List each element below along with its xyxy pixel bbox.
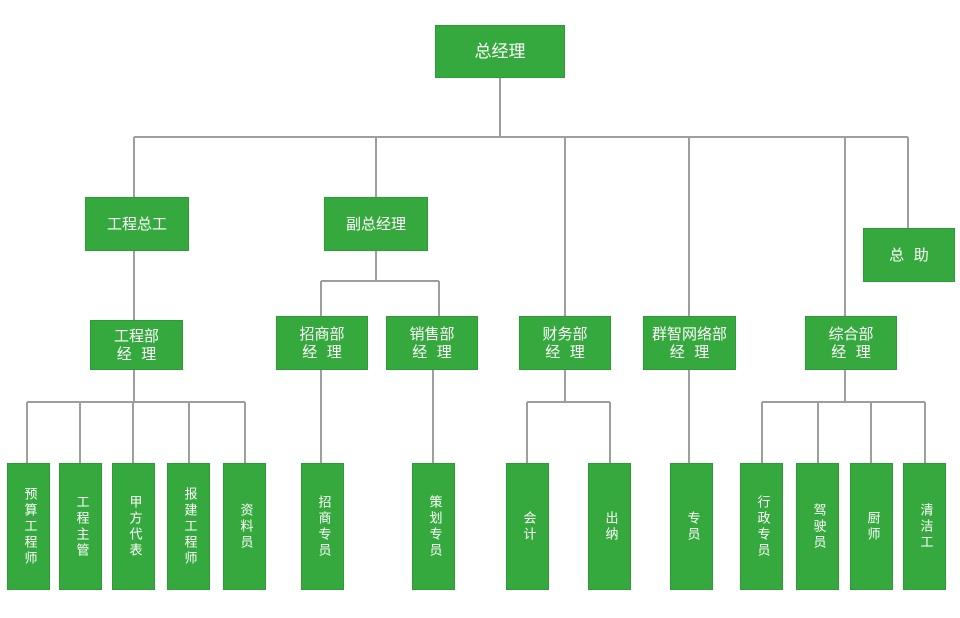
investment-manager-box: 招商部 经 理 xyxy=(276,316,368,370)
sales-manager-box: 销售部 经 理 xyxy=(386,316,478,370)
staff-box: 招商专员 xyxy=(301,463,344,590)
staff-box: 工程主管 xyxy=(59,463,102,590)
general-affairs-manager-box: 综合部 经 理 xyxy=(805,316,897,370)
staff-box: 出纳 xyxy=(588,463,631,590)
staff-box: 策划专员 xyxy=(412,463,455,590)
staff-box: 报建工程师 xyxy=(167,463,210,590)
ceo-box: 总经理 xyxy=(435,25,565,78)
staff-box: 资料员 xyxy=(223,463,266,590)
staff-box: 甲方代表 xyxy=(112,463,155,590)
staff-box: 预算工程师 xyxy=(7,463,50,590)
staff-box: 清洁工 xyxy=(903,463,946,590)
staff-box: 行政专员 xyxy=(740,463,783,590)
staff-box: 专员 xyxy=(670,463,713,590)
deputy-gm-box: 副总经理 xyxy=(324,197,428,251)
staff-box: 会计 xyxy=(506,463,549,590)
staff-box: 驾驶员 xyxy=(796,463,839,590)
assistant-box: 总 助 xyxy=(863,228,955,282)
finance-manager-box: 财务部 经 理 xyxy=(519,316,611,370)
staff-box: 厨师 xyxy=(850,463,893,590)
chief-engineer-box: 工程总工 xyxy=(85,197,189,251)
network-manager-box: 群智网络部 经 理 xyxy=(643,316,736,370)
engineering-manager-box: 工程部 经 理 xyxy=(90,320,183,370)
